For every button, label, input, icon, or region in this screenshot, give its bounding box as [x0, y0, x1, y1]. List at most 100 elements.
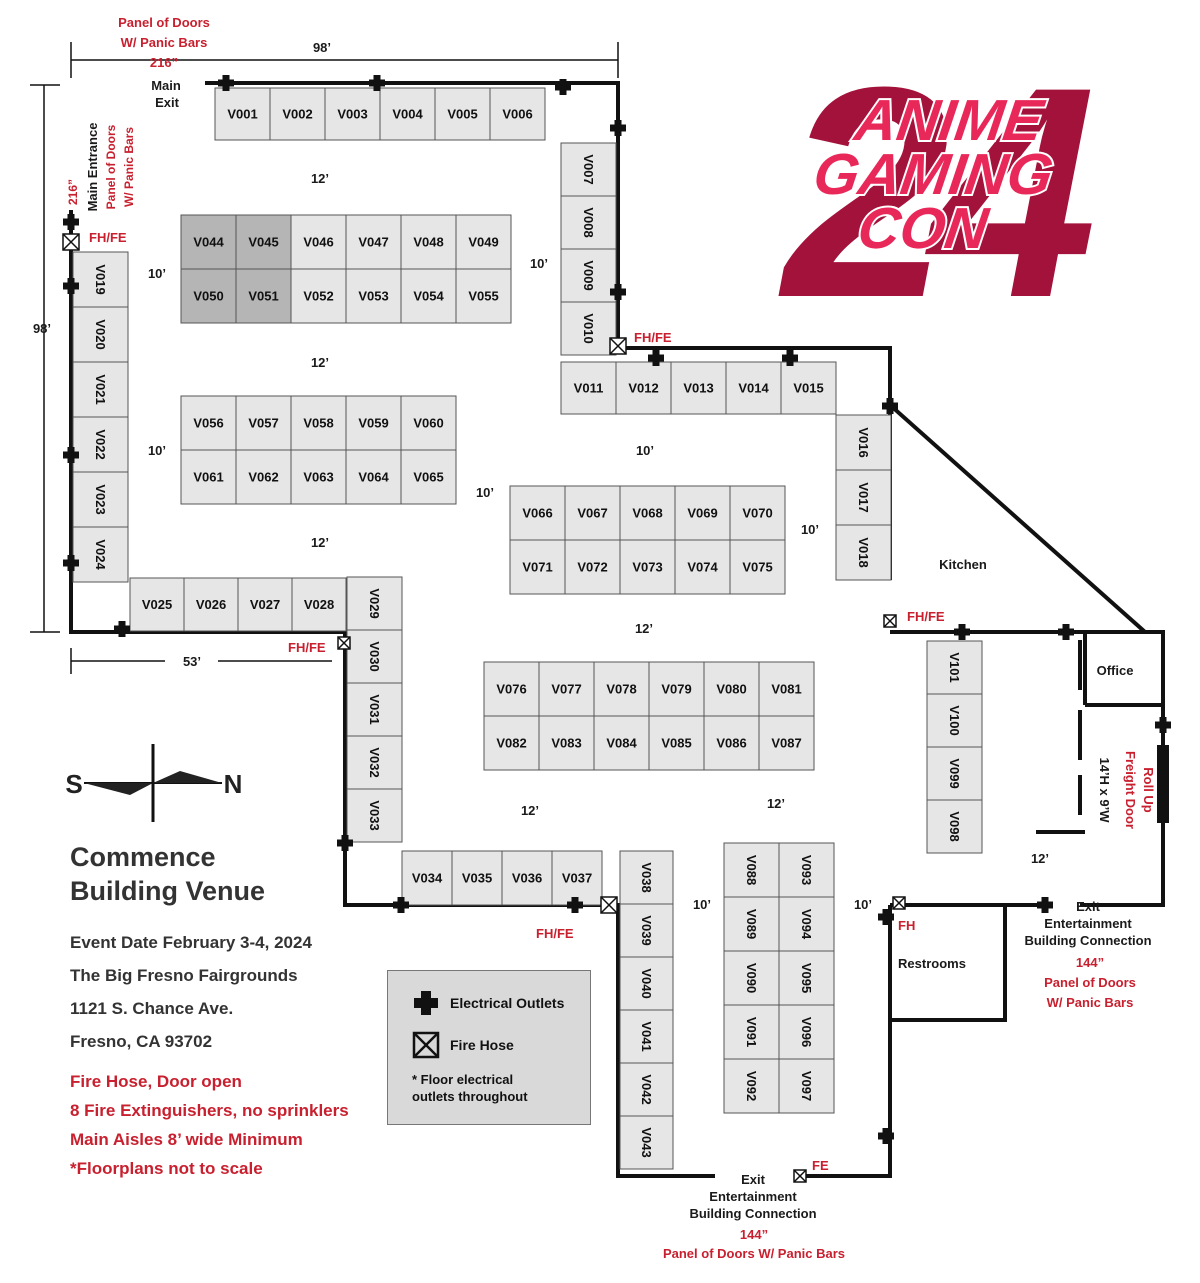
- booth-v037: V037: [551, 850, 603, 906]
- booth-label: V064: [358, 470, 389, 485]
- booth-cell: [619, 539, 676, 595]
- outlet-icon: [393, 897, 409, 913]
- booth-label: V030: [367, 641, 382, 671]
- booth-label: V095: [799, 963, 814, 993]
- venue-title-line-2: Building Venue: [70, 876, 266, 906]
- outlet-icon: [1155, 717, 1171, 733]
- outlet-icon: [954, 624, 970, 640]
- booth-v089: V089: [723, 896, 780, 952]
- booth-v021: V021: [72, 361, 129, 418]
- booth-cell: [619, 1062, 674, 1117]
- aisle-label: 12’: [311, 355, 329, 370]
- venue-title: Commence Building Venue: [70, 840, 265, 908]
- booth-label: V054: [413, 289, 444, 304]
- booth-label: V066: [522, 506, 552, 521]
- venue-city: Fresno, CA 93702: [70, 1032, 213, 1051]
- booth-v012: V012: [615, 361, 672, 415]
- booth-label: V012: [628, 381, 658, 396]
- booth-label: V043: [639, 1127, 654, 1157]
- booth-v001: V001: [214, 87, 271, 141]
- booth-v010: V010: [560, 301, 617, 356]
- booth-v045: V045: [235, 214, 292, 270]
- booth-v024: V024: [72, 526, 129, 583]
- logo-line-3: CON: [854, 196, 994, 261]
- fe-label-bottom: FE: [812, 1158, 829, 1173]
- fire-hose-icon: [62, 233, 80, 251]
- booth-v042: V042: [619, 1062, 674, 1117]
- exit-bottom-line-1: Exit: [741, 1172, 766, 1187]
- booth-cell: [214, 87, 271, 141]
- booth-cell: [538, 661, 595, 717]
- freight-door-label: Roll Up Freight Door 14’H x 9’W: [1097, 751, 1156, 829]
- booth-v051: V051: [235, 268, 292, 324]
- booth-v064: V064: [345, 449, 402, 505]
- booth-v080: V080: [703, 661, 760, 717]
- outlet-icon: [218, 75, 234, 91]
- outlet-icon: [782, 350, 798, 366]
- wall-left: [69, 210, 715, 1178]
- booth-label: V084: [606, 736, 637, 751]
- booth-label: V057: [248, 416, 278, 431]
- exit-right-panel-2: Panel of Doors: [1044, 975, 1136, 990]
- booth-label: V052: [303, 289, 333, 304]
- booth-v067: V067: [564, 485, 621, 541]
- venue-street: 1121 S. Chance Ave.: [70, 999, 234, 1018]
- booth-v017: V017: [835, 469, 892, 526]
- booth-cell: [345, 449, 402, 505]
- booth-v040: V040: [619, 956, 674, 1011]
- booth-label: V007: [581, 154, 596, 184]
- booth-v019: V019: [72, 251, 129, 308]
- booth-cell: [778, 1004, 835, 1060]
- booth-label: V069: [687, 506, 717, 521]
- booth-cell: [835, 524, 892, 581]
- exit-right-line-3: Building Connection: [1024, 933, 1151, 948]
- note-fire-hose: Fire Hose, Door open: [70, 1072, 242, 1091]
- fhfe-label-v029: FH/FE: [288, 640, 326, 655]
- outlet-icon: [63, 278, 79, 294]
- booth-cell: [560, 142, 617, 197]
- room-kitchen: Kitchen: [939, 557, 987, 572]
- booth-label: V037: [562, 871, 592, 886]
- wall-bottom-right: [800, 905, 892, 1178]
- booth-cell: [723, 842, 780, 898]
- booth-cell: [723, 896, 780, 952]
- booth-cell: [72, 361, 129, 418]
- booth-cell: [400, 214, 457, 270]
- booth-label: V076: [496, 682, 526, 697]
- booth-label: V021: [93, 374, 108, 404]
- booth-v095: V095: [778, 950, 835, 1006]
- booth-v090: V090: [723, 950, 780, 1006]
- booth-label: V075: [742, 560, 772, 575]
- booth-v097: V097: [778, 1058, 835, 1114]
- booth-v030: V030: [346, 629, 403, 684]
- booth-label: V015: [793, 381, 823, 396]
- outlet-icon: [555, 79, 571, 95]
- exit-right-panel-1: 144”: [1076, 955, 1104, 970]
- booth-label: V068: [632, 506, 662, 521]
- booth-cell: [183, 577, 239, 632]
- booth-v088: V088: [723, 842, 780, 898]
- booth-cell: [560, 361, 617, 415]
- booth-cell: [619, 956, 674, 1011]
- booth-v081: V081: [758, 661, 815, 717]
- booth-label: V067: [577, 506, 607, 521]
- booth-label: V099: [947, 758, 962, 788]
- booth-cell: [180, 214, 237, 270]
- booth-cell: [400, 449, 457, 505]
- booth-cell: [400, 268, 457, 324]
- top-door-line-3: 216”: [150, 55, 178, 70]
- outlet-icon: [63, 447, 79, 463]
- booth-cell: [324, 87, 381, 141]
- booth-v063: V063: [290, 449, 347, 505]
- booth-label: V025: [142, 597, 172, 612]
- booth-v084: V084: [593, 715, 650, 771]
- main-entrance-line-2: Main Entrance: [85, 123, 100, 212]
- booth-cell: [835, 414, 892, 471]
- booth-label: V016: [856, 427, 871, 457]
- fire-hose-icon: [337, 636, 351, 650]
- booth-label: V096: [799, 1017, 814, 1047]
- compass-arrow-north: [153, 771, 222, 783]
- booth-label: V060: [413, 416, 443, 431]
- fhfe-label-v010: FH/FE: [634, 330, 672, 345]
- booth-cell: [483, 661, 540, 717]
